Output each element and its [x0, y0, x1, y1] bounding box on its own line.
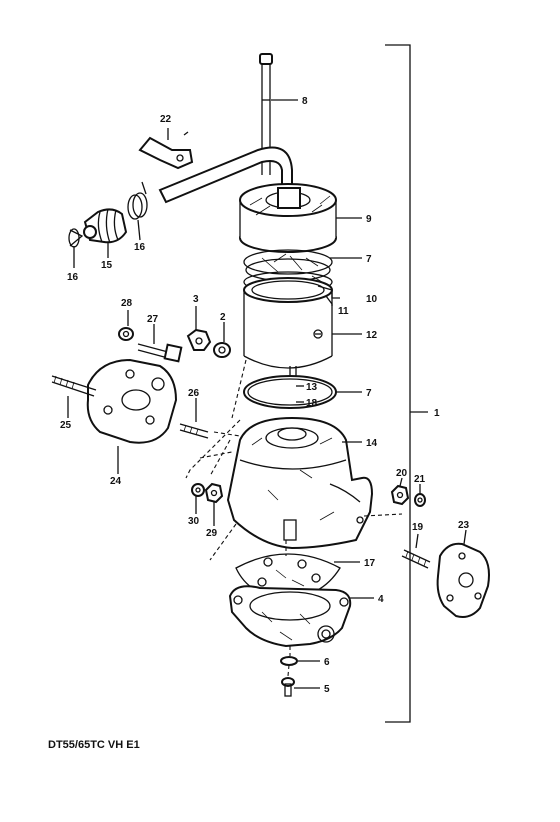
callout-16-left: 16: [67, 272, 79, 283]
callout-8: 8: [302, 96, 308, 107]
leader-lines: [67, 99, 467, 689]
callout-9: 9: [366, 214, 372, 225]
callout-25: 25: [60, 420, 72, 431]
callout-18: 18: [306, 398, 318, 409]
callout-20: 20: [396, 468, 408, 479]
callout-11: 11: [338, 306, 349, 317]
washer-6-drawing: [280, 656, 298, 666]
callout-7-upper: 7: [366, 254, 372, 265]
bracket-drawing: [86, 358, 178, 444]
gasket-drawing: [235, 553, 341, 599]
cylinder-drawing: [243, 277, 333, 369]
washer-28-drawing: [118, 327, 134, 341]
assembly-dashed-lines: [185, 359, 403, 677]
pump-base-drawing: [228, 585, 352, 648]
callout-2: 2: [220, 312, 226, 323]
callout-6: 6: [324, 657, 330, 668]
screw-5-drawing: [281, 677, 295, 697]
callout-5: 5: [324, 684, 330, 695]
washer-2-drawing: [213, 342, 231, 358]
callout-17: 17: [364, 558, 376, 569]
stud-19-drawing: [401, 549, 431, 569]
nut-29-drawing: [204, 482, 224, 504]
callout-30: 30: [188, 516, 200, 527]
nut-20-drawing: [390, 484, 410, 506]
assembly-bracket: [385, 44, 428, 723]
clip-left-drawing: [68, 228, 84, 248]
clamp-drawing: [138, 131, 194, 170]
stud-26-drawing: [179, 423, 209, 439]
washer-30-drawing: [191, 483, 205, 497]
callout-29: 29: [206, 528, 218, 539]
callout-7-lower: 7: [366, 388, 372, 399]
callout-21: 21: [414, 474, 426, 485]
plate-drawing: [436, 542, 490, 618]
washer-21-drawing: [414, 493, 426, 507]
nut-3-drawing: [186, 328, 212, 351]
bolt-27-drawing: [137, 343, 183, 363]
diagram-code: DT55/65TC VH E1: [48, 739, 140, 751]
housing-drawing: [226, 416, 374, 550]
callout-28: 28: [121, 298, 133, 309]
callout-26: 26: [188, 388, 200, 399]
callout-labels: 1 2 3 4 5 6 7 7 8 9 10 11 12 13 14 15 16…: [60, 96, 470, 695]
callout-3: 3: [193, 294, 199, 305]
callout-15: 15: [101, 260, 113, 271]
o-ring-lower-drawing: [243, 375, 337, 409]
callout-1: 1: [434, 408, 440, 419]
spring-drawing: [243, 249, 333, 282]
callout-27: 27: [147, 314, 159, 325]
boot-drawing: [83, 208, 128, 244]
callout-19: 19: [412, 522, 424, 533]
callout-24: 24: [110, 476, 122, 487]
callout-14: 14: [366, 438, 378, 449]
callout-13: 13: [306, 382, 318, 393]
clip-right-drawing: [127, 181, 148, 220]
callout-23: 23: [458, 520, 470, 531]
stud-25-drawing: [51, 375, 97, 397]
callout-22: 22: [160, 114, 172, 125]
cap-drawing: [239, 183, 337, 253]
callout-16-right: 16: [134, 242, 146, 253]
callout-12: 12: [366, 330, 378, 341]
callout-4: 4: [378, 594, 384, 605]
callout-10: 10: [366, 294, 378, 305]
